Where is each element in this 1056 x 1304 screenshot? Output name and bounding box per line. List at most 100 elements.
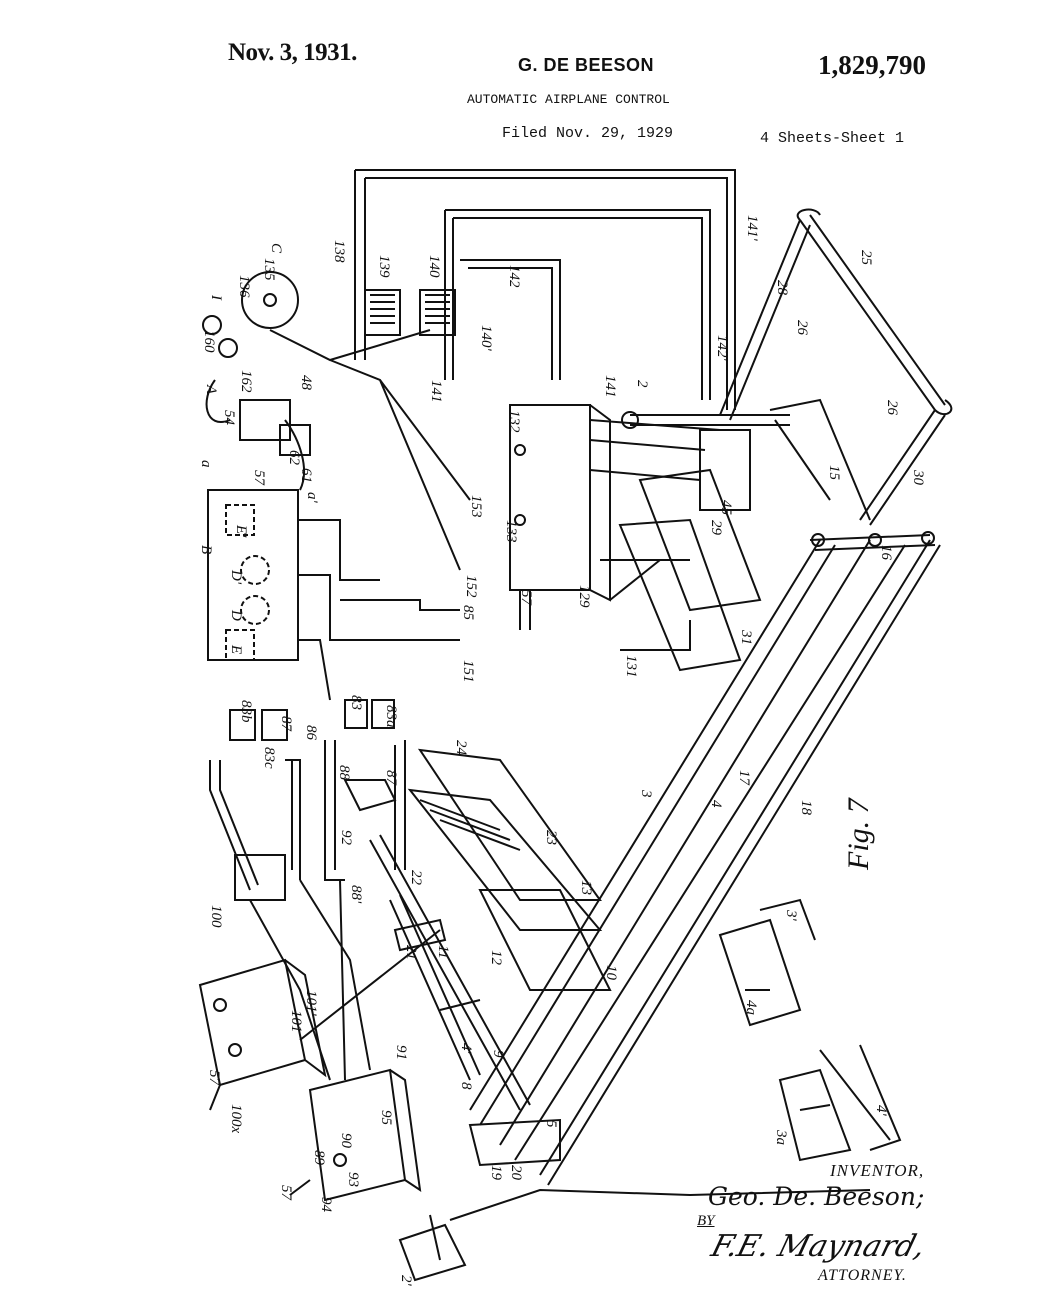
- reference-numeral: 88': [348, 885, 364, 904]
- reference-numeral: 90: [338, 1133, 354, 1149]
- reference-numeral: 3: [638, 789, 654, 798]
- filed-date: Filed Nov. 29, 1929: [502, 125, 674, 142]
- reference-numeral: 141: [602, 375, 618, 398]
- reference-numeral: 24: [453, 740, 469, 756]
- by-label: BY: [697, 1213, 715, 1229]
- reference-numeral: 142: [506, 265, 522, 288]
- reference-numeral: 101': [303, 990, 319, 1017]
- reference-numeral: 18: [798, 800, 814, 816]
- reference-numerals: 138 139 140 142 141' 28 26 25 13 61 3 5 C I 160 16 2Aa 54…: [198, 215, 926, 1287]
- reference-numeral: 95: [378, 1110, 394, 1126]
- reference-numeral: 23: [543, 830, 559, 845]
- reference-numeral: 25: [858, 250, 874, 266]
- inventor-name: G. DE BEESON: [518, 55, 655, 75]
- reference-numeral: 57: [251, 470, 267, 487]
- reference-numeral: 83b: [238, 700, 254, 723]
- reference-numeral: 15: [826, 465, 842, 481]
- reference-numeral: 45: [718, 500, 734, 516]
- reference-numeral: a': [304, 492, 320, 504]
- reference-numeral: C: [268, 243, 284, 254]
- reference-numeral: A: [203, 384, 219, 395]
- reference-numeral: 135: [261, 258, 277, 281]
- reference-numeral: 3': [783, 909, 799, 922]
- patent-date: Nov. 3, 1931.: [228, 39, 357, 66]
- reference-numeral: 17: [736, 770, 752, 787]
- reference-numeral: 100x: [228, 1104, 244, 1134]
- reference-numeral: 140': [478, 325, 494, 352]
- figure-label: Fig. 7: [842, 796, 875, 871]
- reference-numeral: 26: [794, 320, 810, 336]
- reference-numeral: 101: [288, 1010, 304, 1033]
- reference-numeral: 88: [336, 765, 352, 781]
- reference-numeral: E: [228, 644, 244, 654]
- reference-numeral: 85: [460, 605, 476, 621]
- patent-number: 1,829,790: [818, 50, 926, 80]
- reference-numeral: a: [198, 460, 214, 468]
- reference-numeral: 139: [376, 255, 392, 278]
- reference-numeral: 83: [348, 695, 364, 710]
- reference-numeral: 133: [503, 520, 519, 543]
- reference-numeral: 48: [298, 375, 314, 391]
- reference-numeral: 20: [508, 1165, 524, 1181]
- reference-numeral: 16: [878, 545, 894, 561]
- reference-numeral: D': [228, 569, 244, 585]
- reference-numeral: 160: [201, 330, 217, 353]
- reference-numeral: 29: [708, 520, 724, 536]
- reference-numeral: 86: [303, 725, 319, 741]
- reference-numeral: 2': [398, 1275, 414, 1287]
- reference-numeral: 100: [208, 905, 224, 928]
- reference-numeral: 151: [460, 660, 476, 683]
- reference-numeral: 87: [278, 716, 294, 733]
- reference-numeral: 4a: [743, 1000, 759, 1015]
- reference-numeral: 4': [458, 1043, 474, 1055]
- patent-title: AUTOMATIC AIRPLANE CONTROL: [467, 92, 670, 107]
- reference-numeral: 61: [298, 468, 314, 483]
- reference-numeral: 4': [873, 1105, 889, 1117]
- reference-numeral: 132: [506, 410, 522, 433]
- reference-numeral: 138: [331, 240, 347, 263]
- reference-numeral: 57: [518, 590, 534, 607]
- reference-numeral: 87: [383, 770, 399, 787]
- reference-numeral: 91: [393, 1045, 409, 1060]
- reference-numeral: 83a: [383, 705, 399, 728]
- reference-numeral: 153: [468, 495, 484, 518]
- reference-numeral: 140: [426, 255, 442, 278]
- inventor-label: INVENTOR,: [830, 1161, 925, 1180]
- reference-numeral: 89: [311, 1150, 327, 1166]
- drawing-lines: [198, 169, 953, 1282]
- attorney-signature: F.E. Maynard,: [707, 1229, 930, 1264]
- reference-numeral: 31: [738, 629, 754, 645]
- reference-numeral: 13: [578, 880, 594, 895]
- reference-numeral: 94: [318, 1197, 334, 1213]
- reference-numeral: B: [198, 545, 214, 554]
- reference-numeral: 28: [774, 280, 790, 296]
- reference-numeral: 54: [221, 410, 237, 426]
- reference-numeral: 26: [884, 400, 900, 416]
- reference-numeral: 141: [428, 380, 444, 403]
- reference-numeral: 22: [408, 870, 424, 886]
- reference-numeral: 57: [206, 1070, 222, 1087]
- reference-numeral: 3a: [773, 1129, 789, 1145]
- reference-numeral: 62: [286, 450, 302, 466]
- reference-numeral: 9: [490, 1050, 506, 1058]
- reference-numeral: 19: [488, 1165, 504, 1181]
- reference-numeral: 129: [576, 585, 592, 608]
- reference-numeral: 11: [435, 945, 451, 959]
- reference-numeral: 152: [463, 575, 479, 598]
- reference-numeral: 30: [910, 469, 926, 486]
- reference-numeral: 57: [278, 1185, 294, 1202]
- reference-numeral: 92: [338, 830, 354, 846]
- attorney-label: ATTORNEY.: [818, 1267, 907, 1284]
- reference-numeral: 8: [458, 1082, 474, 1090]
- reference-numeral: 5: [543, 1120, 559, 1128]
- reference-numeral: 131: [623, 655, 639, 678]
- reference-numeral: 2: [634, 380, 650, 388]
- reference-numeral: 141': [744, 215, 760, 242]
- reference-numeral: 93: [345, 1172, 361, 1187]
- reference-numeral: D: [228, 609, 244, 621]
- inventor-signature: Geo. De. Beeson;: [708, 1182, 925, 1211]
- sheet-count: 4 Sheets-Sheet 1: [760, 130, 905, 147]
- reference-numeral: I: [208, 294, 224, 301]
- reference-numeral: 21: [403, 945, 419, 960]
